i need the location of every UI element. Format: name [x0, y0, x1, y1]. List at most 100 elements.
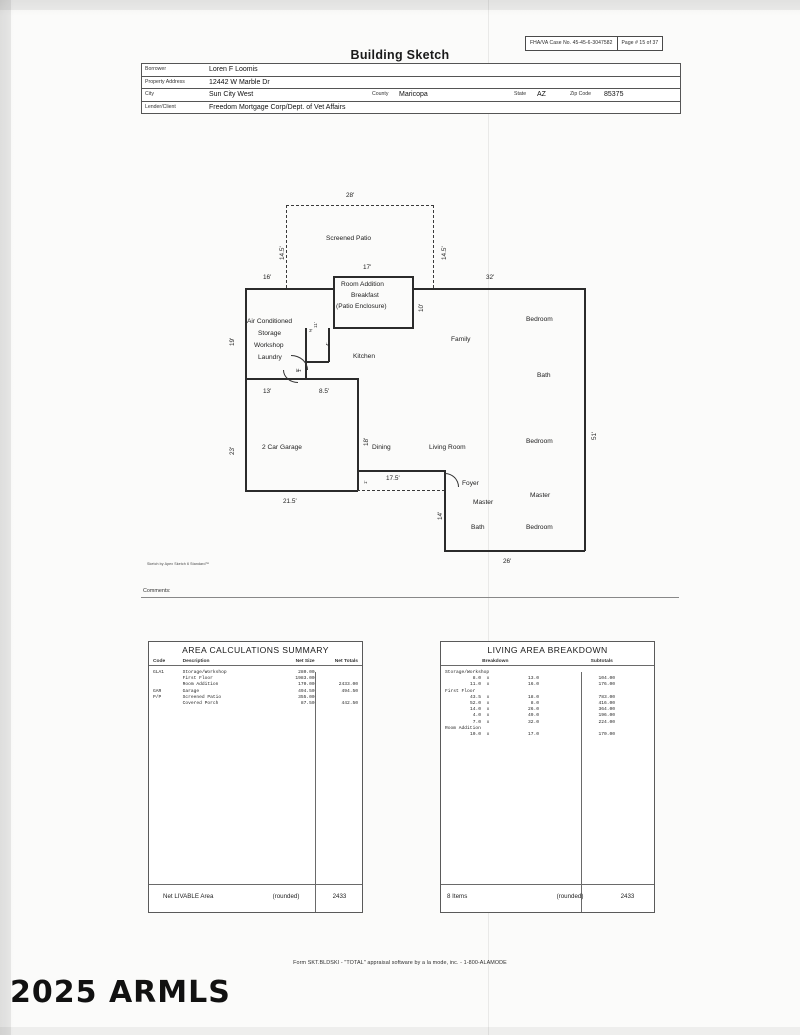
porch-wall-bottom: [357, 490, 445, 491]
header-net-size: Net Size: [295, 659, 315, 664]
storage-jog-horizontal: [305, 361, 329, 363]
scan-edge-top: [0, 0, 800, 10]
cell-subtotal: 176.00: [598, 682, 615, 688]
dim-inner-11: 11': [313, 322, 318, 328]
header-net-totals: Net Totals: [334, 659, 358, 664]
storage-wall-right-upper: [305, 328, 307, 362]
storage-wall-right-lower: [305, 361, 307, 379]
patio-wall-top: [286, 205, 434, 206]
dim-garage-bottom: 21.5': [283, 498, 297, 505]
storage-interior-wall: [328, 328, 330, 362]
patio-wall-right: [433, 205, 434, 288]
multiply-symbol: x: [486, 694, 490, 700]
calc-footer-row: Net LIVABLE Area (rounded) 2433: [149, 888, 362, 904]
room-family: Family: [451, 336, 471, 343]
cell-width: 4.0: [472, 713, 481, 719]
property-info-table: Borrower Loren F Loomis Property Address…: [141, 63, 681, 114]
table-row: P/P Screened Patio 355.00: [149, 695, 362, 701]
net-livable-rounded-label: (rounded): [272, 892, 300, 900]
table-row: 52.0 x 8.0 416.00: [441, 701, 654, 707]
dim-addition-right: 10': [418, 303, 425, 312]
cell-description: Screened Patio: [182, 694, 222, 700]
building-sketch-diagram: 28' 14.5' 14.5' Screened Patio 17' 10' R…: [141, 150, 679, 575]
storage-wall-left: [245, 288, 247, 379]
city-value: Sun City West: [209, 91, 254, 98]
right-wing-wall-left: [444, 470, 446, 551]
cell-net-size: 170.00: [298, 682, 315, 688]
patio-wall-left: [286, 205, 287, 288]
table-row: Room Addition 170.00 2433.00: [149, 682, 362, 688]
group-label: Room Addition: [445, 725, 481, 731]
dim-porch-175: 17.5': [386, 475, 400, 482]
info-row-lender: Lender/Client Freedom Mortgage Corp/Dept…: [142, 102, 680, 114]
scan-fold-line: [488, 0, 489, 1035]
room-kitchen: Kitchen: [353, 353, 375, 360]
addition-wall-left: [333, 276, 335, 329]
page-title: Building Sketch: [350, 48, 450, 62]
dim-patio-left: 14.5': [279, 246, 286, 260]
calc-column-divider: [315, 672, 316, 912]
table-row: GAR Garage 494.50 494.50: [149, 689, 362, 695]
cell-width: 11.0: [469, 682, 481, 688]
dim-addition-top: 17': [363, 264, 372, 271]
cell-code: GAR: [153, 688, 162, 694]
dim-left-23: 23': [229, 446, 236, 455]
storage-wall-bottom: [245, 378, 358, 380]
property-address-value: 12442 W Marble Dr: [209, 78, 270, 86]
cell-subtotal: 196.00: [598, 713, 615, 719]
cell-description: Storage/Workshop: [182, 670, 227, 675]
items-count-label: 8 Items: [447, 892, 468, 900]
table-row: 14.0 x 26.0 364.00: [441, 707, 654, 713]
cell-length: 18.0: [527, 694, 539, 700]
zip-label: Zip Code: [570, 91, 592, 97]
header-code: Code: [153, 659, 166, 664]
living-area-header-row: Breakdown Subtotals: [441, 657, 654, 666]
cell-length: 32.0: [527, 719, 539, 725]
dim-patio-top: 28': [346, 192, 355, 199]
room-bedroom-1: Bedroom: [526, 316, 553, 323]
table-row: 4.0 x 49.0 196.00: [441, 713, 654, 719]
city-label: City: [145, 91, 154, 97]
info-row-address: Property Address 12442 W Marble Dr: [142, 77, 680, 89]
table-row: GLA1 Storage/Workshop 280.00: [149, 670, 362, 676]
sketch-credit: Sketch by Apex Sketch 6 Standard™: [147, 562, 210, 566]
cell-width: 7.0: [472, 719, 481, 725]
net-livable-area-label: Net LIVABLE Area: [163, 892, 214, 900]
multiply-symbol: x: [486, 713, 490, 719]
scan-edge-bottom: [0, 1027, 800, 1035]
room-bedroom-2: Bedroom: [526, 438, 553, 445]
cell-length: 13.0: [527, 676, 539, 682]
cell-code: GLA1: [153, 670, 165, 675]
table-row: First Floor 1983.00: [149, 676, 362, 682]
armls-watermark: 2025 ARMLS: [10, 975, 231, 1010]
cell-net-size: 494.50: [298, 688, 315, 694]
header-subtotals: Subtotals: [590, 659, 613, 664]
cell-length: 17.0: [527, 732, 539, 738]
dim-left-19: 19': [229, 337, 236, 346]
table-row: 7.0 x 32.0 224.00: [441, 720, 654, 726]
multiply-symbol: x: [486, 732, 490, 738]
dim-porch-14: 14': [437, 511, 444, 520]
room-foyer: Foyer: [462, 480, 479, 487]
living-footer-row: 8 Items (rounded) 2433: [441, 888, 654, 904]
garage-wall-right: [357, 378, 359, 491]
dim-house-top-right: 32': [486, 274, 495, 281]
addition-wall-bottom: [333, 327, 414, 329]
county-value: Maricopa: [399, 91, 428, 98]
table-row: 43.5 x 18.0 783.00: [441, 695, 654, 701]
property-address-label: Property Address: [145, 78, 185, 85]
header-breakdown: Breakdown: [482, 659, 509, 664]
porch-wall-top: [357, 470, 445, 472]
addition-wall-right: [412, 276, 414, 329]
living-column-divider: [581, 672, 582, 912]
cell-description: First Floor: [182, 676, 213, 682]
cell-subtotal: 170.00: [598, 732, 615, 738]
area-calculations-rows: GLA1 Storage/Workshop 280.00 First Floor…: [149, 666, 362, 707]
borrower-label: Borrower: [145, 66, 167, 72]
dim-garage-85: 8.5': [319, 388, 330, 395]
dim-garage-18: 18': [363, 437, 370, 446]
lender-value: Freedom Mortgage Corp/Dept. of Vet Affai…: [209, 103, 346, 111]
zip-value: 85375: [604, 91, 624, 98]
cell-description: Covered Porch: [182, 701, 219, 707]
